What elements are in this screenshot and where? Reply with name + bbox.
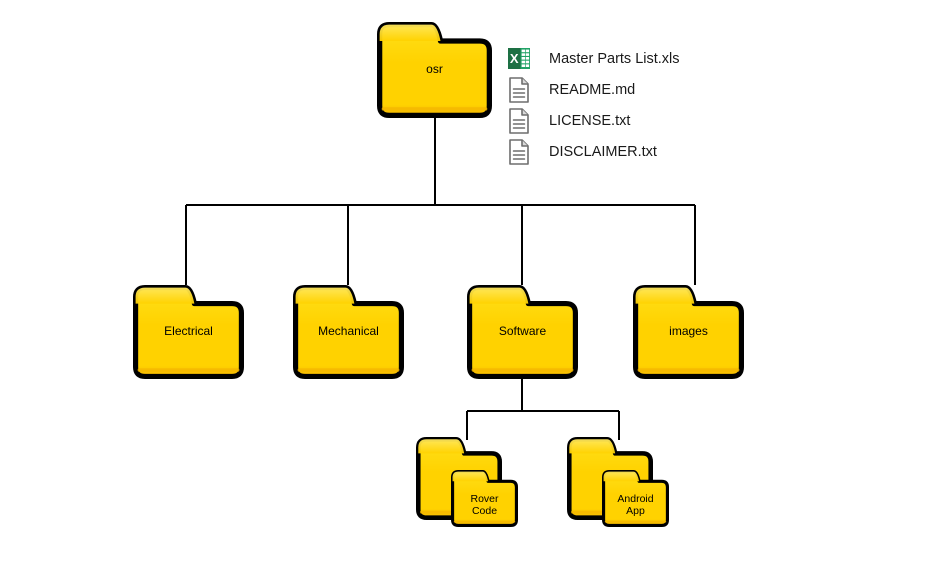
- document-icon: [509, 139, 529, 165]
- file-name-label: LICENSE.txt: [549, 113, 631, 129]
- electrical-folder[interactable]: Electrical: [133, 285, 244, 379]
- excel-icon: X: [508, 48, 530, 69]
- file-list-item[interactable]: LICENSE.txt: [507, 107, 630, 135]
- folder-icon: [133, 285, 244, 379]
- svg-text:X: X: [510, 51, 519, 66]
- file-name-label: README.md: [549, 82, 636, 98]
- document-icon: [509, 77, 529, 103]
- file-list-item[interactable]: X Master Parts List.xls: [507, 45, 680, 73]
- rover-code-folder[interactable]: Rover Code: [416, 437, 518, 527]
- folder-icon: [377, 22, 492, 118]
- folder-icon: [633, 285, 744, 379]
- images-folder[interactable]: images: [633, 285, 744, 379]
- root-folder[interactable]: osr: [377, 22, 492, 118]
- inner-folder-icon: [451, 470, 518, 527]
- file-name-label: DISCLAIMER.txt: [549, 144, 657, 160]
- file-list-item[interactable]: DISCLAIMER.txt: [507, 138, 657, 166]
- file-name-label: Master Parts List.xls: [549, 51, 680, 67]
- file-list-item[interactable]: README.md: [507, 76, 635, 104]
- android-app-folder[interactable]: Android App: [567, 437, 669, 527]
- mechanical-folder[interactable]: Mechanical: [293, 285, 404, 379]
- folder-icon: [293, 285, 404, 379]
- software-folder[interactable]: Software: [467, 285, 578, 379]
- inner-folder-icon: [602, 470, 669, 527]
- folder-icon: [467, 285, 578, 379]
- document-icon: [509, 108, 529, 134]
